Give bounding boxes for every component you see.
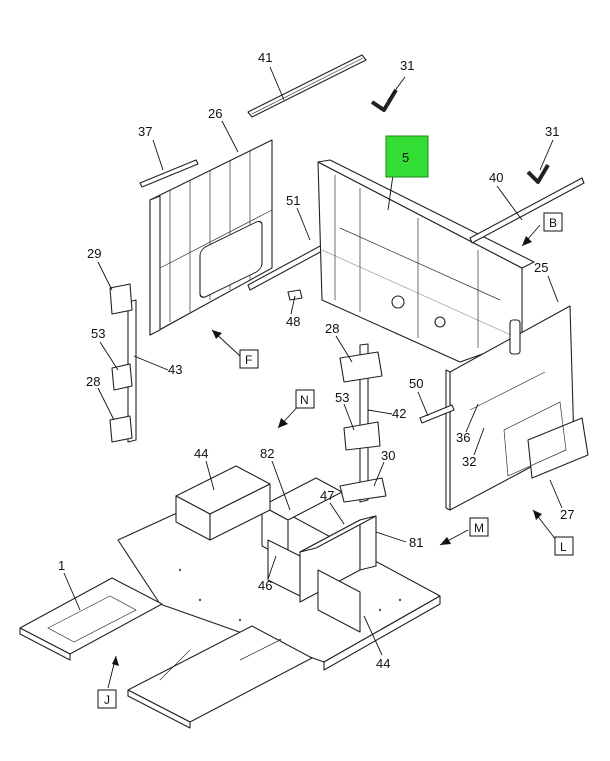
callout-27: 27 <box>560 507 574 522</box>
part-28-bracket-center <box>339 351 383 383</box>
callout-41: 41 <box>258 50 272 65</box>
view-labels: B F N M L J <box>97 212 574 709</box>
callout-50: 50 <box>409 376 423 391</box>
highlight-box <box>385 135 429 178</box>
view-label-n: N <box>300 393 309 407</box>
part-37-strip <box>139 159 199 188</box>
part-43-post <box>127 299 137 443</box>
view-label-f: F <box>245 353 252 367</box>
callout-25: 25 <box>534 260 548 275</box>
view-label-m: M <box>474 521 484 535</box>
callout-40: 40 <box>489 170 503 185</box>
callout-1: 1 <box>58 558 65 573</box>
callout-31-top: 31 <box>400 58 414 73</box>
callout-32: 32 <box>462 454 476 469</box>
part-48-clip <box>287 289 303 301</box>
callout-28-left: 28 <box>86 374 100 389</box>
callout-81: 81 <box>409 535 423 550</box>
part-53-bracket-center <box>343 421 381 451</box>
callout-28-center: 28 <box>325 321 339 336</box>
callout-44-left: 44 <box>194 446 208 461</box>
part-29-bracket <box>109 283 133 315</box>
floor-assembly <box>19 465 441 729</box>
callouts: 41 31 37 26 5 31 40 51 25 29 53 43 28 48… <box>58 50 574 671</box>
callout-53-left: 53 <box>91 326 105 341</box>
part-42-post <box>359 343 369 503</box>
callout-51: 51 <box>286 193 300 208</box>
view-label-j: J <box>104 693 110 707</box>
callout-30: 30 <box>381 448 395 463</box>
part-50-strip <box>419 404 455 424</box>
leader-lines <box>63 66 563 689</box>
callout-48: 48 <box>286 314 300 329</box>
callout-26: 26 <box>208 106 222 121</box>
part-27-door <box>503 401 589 479</box>
part-26-left-wall <box>149 139 273 336</box>
callout-47: 47 <box>320 488 334 503</box>
view-label-l: L <box>560 540 567 554</box>
callout-44-right: 44 <box>376 656 390 671</box>
callout-82: 82 <box>260 446 274 461</box>
part-31-bracket-right <box>526 163 550 184</box>
callout-37: 37 <box>138 124 152 139</box>
part-41-strip <box>247 54 367 118</box>
part-30-bracket <box>339 477 387 503</box>
callout-36: 36 <box>456 430 470 445</box>
part-53-bracket-left <box>111 363 133 391</box>
part-5-back-wall <box>317 159 535 363</box>
callout-5: 5 <box>402 150 409 165</box>
callout-43: 43 <box>168 362 182 377</box>
view-label-b: B <box>549 216 557 230</box>
part-40-rail <box>469 177 585 244</box>
part-28-bracket-left <box>109 415 133 443</box>
callout-31-right: 31 <box>545 124 559 139</box>
callout-29: 29 <box>87 246 101 261</box>
callout-46: 46 <box>258 578 272 593</box>
callout-53-center: 53 <box>335 390 349 405</box>
callout-42: 42 <box>392 406 406 421</box>
part-31-bracket-top <box>370 88 398 112</box>
